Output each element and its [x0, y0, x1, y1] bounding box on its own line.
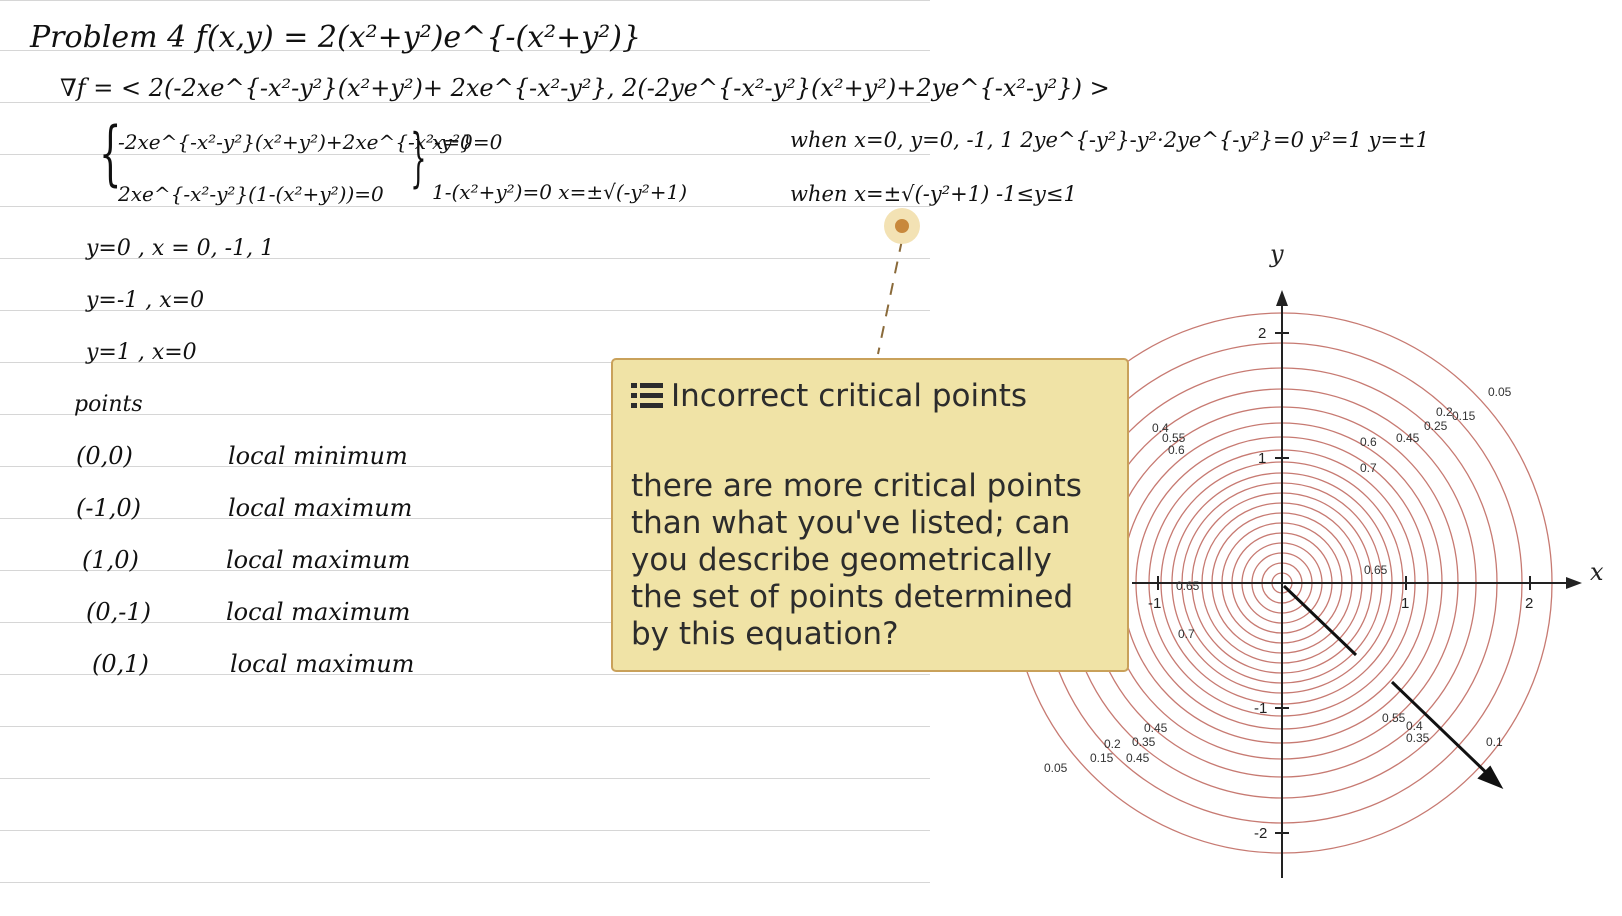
system-result-1: x=0 — [432, 130, 473, 154]
when-case-2: when x=±√(-y²+1) -1≤y≤1 — [790, 182, 1077, 206]
comment-title: Incorrect critical points — [671, 378, 1028, 414]
point-classification: local maximum — [230, 650, 415, 678]
point-classification: local maximum — [226, 598, 411, 626]
plot-axes: y x -1 1 2 2 1 -1 -2 — [1132, 240, 1604, 878]
point-classification: local maximum — [226, 546, 411, 574]
comment-body: there are more critical points than what… — [631, 468, 1082, 652]
arrowhead — [1477, 765, 1504, 789]
point-classification: local minimum — [228, 442, 408, 470]
x-axis-arrow — [1566, 577, 1582, 589]
contour-label: 0.15 — [1090, 751, 1114, 765]
case-y0: y=0 , x = 0, -1, 1 — [86, 236, 275, 261]
system-equation-2: 2xe^{-x²-y²}(1-(x²+y²))=0 — [118, 182, 384, 206]
contour-label: 0.45 — [1144, 721, 1168, 735]
comment-header: Incorrect critical points — [631, 378, 1027, 414]
contour-label: 0.35 — [1406, 731, 1430, 745]
system-left-brace: { — [99, 112, 122, 194]
gradient-line: ∇f = < 2(-2xe^{-x²-y²}(x²+y²)+ 2xe^{-x²-… — [60, 74, 1110, 102]
contour-label: 0.4 — [1152, 421, 1169, 435]
x-tick-label: 2 — [1525, 595, 1533, 612]
feedback-comment-box[interactable]: Incorrect critical points there are more… — [611, 358, 1129, 672]
contour-label: 0.55 — [1162, 431, 1186, 445]
points-label: points — [74, 392, 143, 417]
case-y-minus-1: y=-1 , x=0 — [86, 288, 205, 313]
contour-label: 0.4 — [1406, 719, 1423, 733]
contour-label: 0.05 — [1488, 385, 1512, 399]
when-case-1: when x=0, y=0, -1, 1 2ye^{-y²}-y²·2ye^{-… — [790, 128, 1430, 152]
y-tick-label: 2 — [1258, 325, 1266, 342]
point-coord: (0,0) — [76, 442, 133, 470]
point-coord: (-1,0) — [76, 494, 142, 522]
contour-label: 0.05 — [1044, 761, 1068, 775]
point-classification: local maximum — [228, 494, 413, 522]
x-tick-label: 1 — [1401, 595, 1409, 612]
point-coord: (0,1) — [92, 650, 149, 678]
comment-pin-marker[interactable] — [884, 208, 920, 244]
y-tick-label: -2 — [1254, 825, 1267, 842]
system-equation-1: -2xe^{-x²-y²}(x²+y²)+2xe^{-x²-y²}=0 — [118, 130, 503, 154]
y-tick-label: 1 — [1258, 450, 1266, 467]
point-coord: (1,0) — [82, 546, 139, 574]
contour-label: 0.7 — [1360, 461, 1377, 475]
contour-label: 0.55 — [1382, 711, 1406, 725]
y-axis-label: y — [1269, 240, 1284, 268]
arrow-line-short — [1282, 584, 1358, 657]
comment-leader-line — [877, 239, 903, 355]
arrow-line-long — [1390, 680, 1496, 782]
contour-label: 0.45 — [1126, 751, 1150, 765]
contour-label: 0.65 — [1176, 579, 1200, 593]
notebook-ruled-lines — [0, 0, 930, 883]
y-axis-arrow — [1276, 290, 1288, 306]
contour-label: 0.15 — [1452, 409, 1476, 423]
system-right-brace: } — [410, 121, 427, 195]
contour-label: 0.65 — [1364, 563, 1388, 577]
problem-title: Problem 4 f(x,y) = 2(x²+y²)e^{-(x²+y²)} — [30, 20, 642, 55]
annotation-arrows — [1282, 584, 1504, 789]
contour-label: 0.1 — [1486, 735, 1503, 749]
contour-label: 0.35 — [1132, 735, 1156, 749]
x-axis-label: x — [1590, 558, 1604, 586]
contour-label: 0.7 — [1178, 627, 1195, 641]
list-icon — [631, 383, 663, 409]
contour-value-labels: 0.05 0.2 0.15 0.25 0.6 0.45 0.4 0.55 0.6… — [1044, 385, 1512, 775]
contour-label: 0.45 — [1396, 431, 1420, 445]
contour-label: 0.25 — [1424, 419, 1448, 433]
case-y1: y=1 , x=0 — [86, 340, 197, 365]
contour-label: 0.2 — [1436, 405, 1453, 419]
system-result-2: 1-(x²+y²)=0 x=±√(-y²+1) — [432, 180, 687, 204]
y-tick-label: -1 — [1254, 700, 1267, 717]
contour-label: 0.6 — [1168, 443, 1185, 457]
contour-label: 0.6 — [1360, 435, 1377, 449]
x-tick-label: -1 — [1148, 595, 1161, 612]
contour-label: 0.2 — [1104, 737, 1121, 751]
point-coord: (0,-1) — [86, 598, 152, 626]
